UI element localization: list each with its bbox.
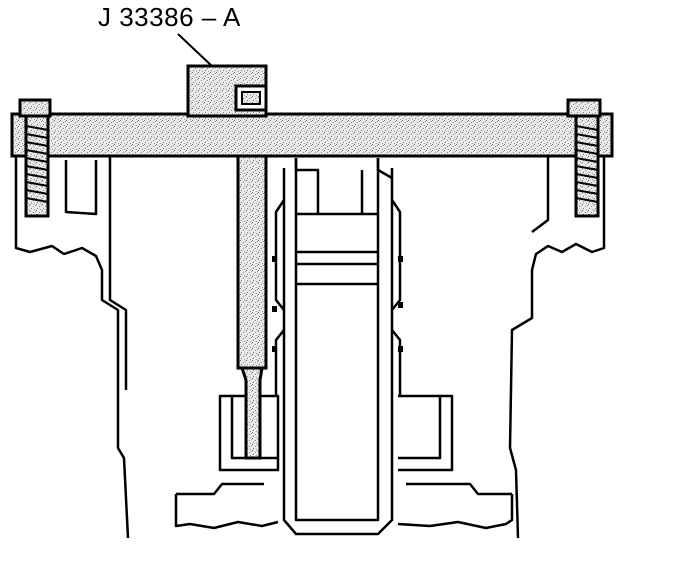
bottom-flange-right (397, 494, 514, 530)
bottom-flange-left (174, 494, 279, 530)
center-sleeve-outer (282, 168, 394, 536)
right-bolt (566, 98, 602, 218)
tool-rod (236, 154, 268, 370)
right-bore-block (398, 394, 454, 472)
left-slot (64, 160, 98, 216)
tool-label: J 33386 – A (98, 2, 241, 32)
housing-right (508, 156, 606, 539)
housing-left-inner (108, 156, 128, 390)
left-bolt (18, 98, 52, 218)
tool-rod-tip (239, 366, 264, 460)
housing-left (14, 156, 130, 539)
bridge-bar (10, 112, 614, 158)
housing-right-inner (531, 156, 550, 233)
leader-line (177, 33, 215, 69)
center-sleeve-inner (294, 158, 380, 522)
spline-dots (272, 256, 403, 352)
